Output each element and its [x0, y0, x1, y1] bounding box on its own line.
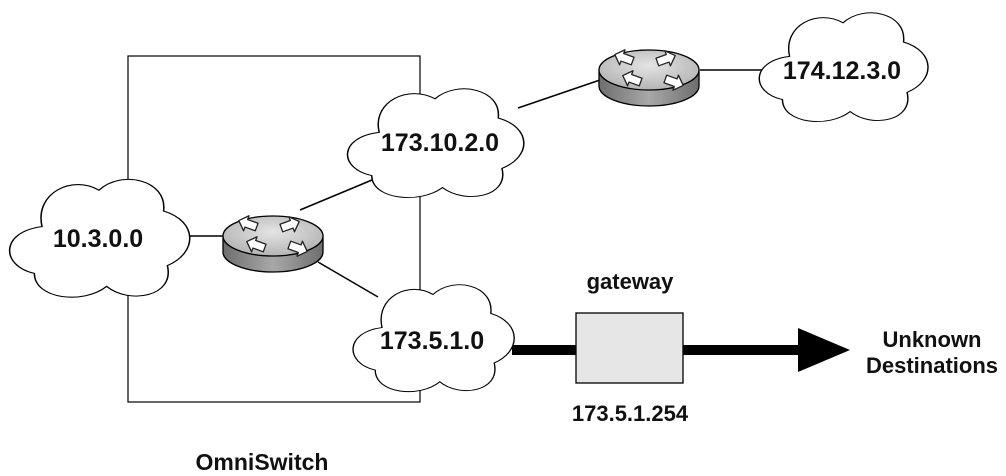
network-label-174-12-3-0: 174.12.3.0: [783, 57, 901, 85]
destination-label-line2: Destinations: [866, 353, 998, 378]
omniswitch-label: OmniSwitch: [196, 449, 329, 475]
cloud-173-10-2-0: 173.10.2.0: [348, 89, 524, 198]
link-router-173-5: [317, 261, 379, 298]
cloud-10-3-0-0: 10.3.0.0: [10, 179, 190, 297]
gateway-title: gateway: [587, 269, 675, 294]
link-router-173-10: [299, 179, 373, 211]
router-icon: [222, 212, 324, 273]
gateway-address: 173.5.1.254: [572, 401, 689, 426]
network-label-173-10-2-0: 173.10.2.0: [381, 129, 499, 157]
cloud-173-5-1-0: 173.5.1.0: [353, 285, 514, 392]
gateway-box: [575, 312, 684, 384]
cloud-174-12-3-0: 174.12.3.0: [759, 13, 928, 122]
router-icon: [598, 46, 700, 107]
destination-label-line1: Unknown: [883, 327, 982, 352]
link-173-10-router2: [517, 79, 601, 109]
destination-arrowhead: [798, 328, 850, 372]
network-label-10-3-0-0: 10.3.0.0: [53, 225, 143, 253]
network-label-173-5-1-0: 173.5.1.0: [380, 327, 484, 355]
